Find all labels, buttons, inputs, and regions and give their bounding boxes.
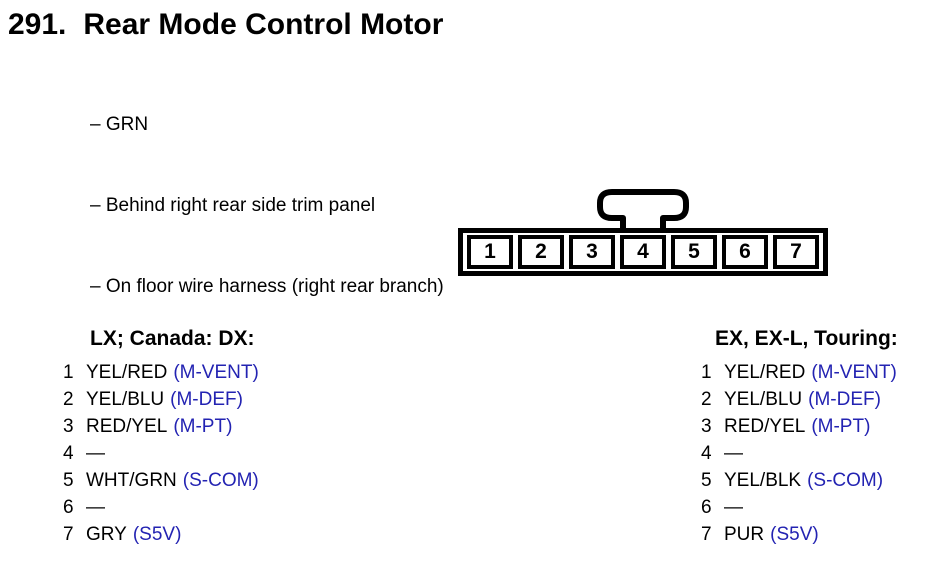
pin-row: 7 GRY (S5V) <box>63 524 259 551</box>
pin-cell-5: 5 <box>671 235 717 269</box>
wire-color: GRY <box>86 524 127 545</box>
trim-level-header: EX, EX-L, Touring: <box>715 327 898 350</box>
pin-number: 1 <box>701 362 712 383</box>
connector-lock-tab-icon <box>597 189 689 236</box>
pin-row: 4 — <box>701 443 898 470</box>
signal-name: (S-COM) <box>807 470 884 491</box>
pin-cell-6: 6 <box>722 235 768 269</box>
pin-number: 2 <box>701 389 712 410</box>
wire-color: — <box>86 443 105 464</box>
note-line: – Behind right rear side trim panel <box>90 195 376 216</box>
wire-color: RED/YEL <box>724 416 806 437</box>
pin-number: 7 <box>701 524 712 545</box>
pin-row: 7 PUR (S5V) <box>701 524 898 551</box>
pin-row: 1 YEL/RED (M-VENT) <box>701 362 898 389</box>
pinout-column-lx-dx: LX; Canada: DX: 1 YEL/RED (M-VENT) 2 YEL… <box>63 327 259 551</box>
signal-name: (S5V) <box>132 524 182 545</box>
pin-row: 2 YEL/BLU (M-DEF) <box>63 389 259 416</box>
wire-color: YEL/BLU <box>724 389 803 410</box>
section-number: 291. <box>8 8 67 41</box>
pin-number: 6 <box>63 497 74 518</box>
notes-list: – GRN – Behind right rear side trim pane… <box>90 57 444 354</box>
pin-cell-2: 2 <box>518 235 564 269</box>
note-line: – GRN <box>90 114 149 135</box>
pin-number: 2 <box>63 389 74 410</box>
signal-name: (M-PT) <box>811 416 871 437</box>
wire-color: YEL/RED <box>86 362 168 383</box>
signal-name: (M-PT) <box>173 416 233 437</box>
pin-number: 4 <box>701 443 712 464</box>
wire-color: YEL/RED <box>724 362 806 383</box>
signal-name: (M-DEF) <box>808 389 881 410</box>
pin-row: 3 RED/YEL (M-PT) <box>701 416 898 443</box>
wire-color: — <box>724 497 743 518</box>
connector-body: 1 2 3 4 5 6 7 <box>458 228 828 276</box>
pin-row: 4 — <box>63 443 259 470</box>
pin-row: 3 RED/YEL (M-PT) <box>63 416 259 443</box>
pin-row: 6 — <box>701 497 898 524</box>
pin-row: 5 YEL/BLK (S-COM) <box>701 470 898 497</box>
section-title: Rear Mode Control Motor <box>83 8 444 41</box>
pin-cell-1: 1 <box>467 235 513 269</box>
wire-color: YEL/BLK <box>724 470 802 491</box>
pin-number: 3 <box>701 416 712 437</box>
pin-number: 4 <box>63 443 74 464</box>
signal-name: (M-DEF) <box>170 389 243 410</box>
pin-cell-4: 4 <box>620 235 666 269</box>
page-title: 291. Rear Mode Control Motor <box>8 8 443 42</box>
trim-level-header: LX; Canada: DX: <box>90 327 255 350</box>
wire-color: PUR <box>724 524 765 545</box>
wire-color: WHT/GRN <box>86 470 177 491</box>
pin-number: 1 <box>63 362 74 383</box>
pin-number: 5 <box>63 470 74 491</box>
pin-number: 6 <box>701 497 712 518</box>
pin-number: 3 <box>63 416 74 437</box>
pinout-column-ex-exl-touring: EX, EX-L, Touring: 1 YEL/RED (M-VENT) 2 … <box>701 327 898 551</box>
signal-name: (M-VENT) <box>173 362 259 383</box>
wire-color: — <box>86 497 105 518</box>
pin-number: 5 <box>701 470 712 491</box>
pin-row: 2 YEL/BLU (M-DEF) <box>701 389 898 416</box>
pin-cell-7: 7 <box>773 235 819 269</box>
pin-row: 5 WHT/GRN (S-COM) <box>63 470 259 497</box>
pin-row: 1 YEL/RED (M-VENT) <box>63 362 259 389</box>
pin-row: 6 — <box>63 497 259 524</box>
wire-color: YEL/BLU <box>86 389 165 410</box>
signal-name: (M-VENT) <box>811 362 897 383</box>
connector-diagram: 1 2 3 4 5 6 7 <box>452 186 834 286</box>
pin-number: 7 <box>63 524 74 545</box>
signal-name: (S5V) <box>770 524 819 545</box>
signal-name: (S-COM) <box>182 470 259 491</box>
pin-cell-3: 3 <box>569 235 615 269</box>
wire-color: RED/YEL <box>86 416 168 437</box>
note-line: – On floor wire harness (right rear bran… <box>90 276 444 297</box>
wire-color: — <box>724 443 743 464</box>
